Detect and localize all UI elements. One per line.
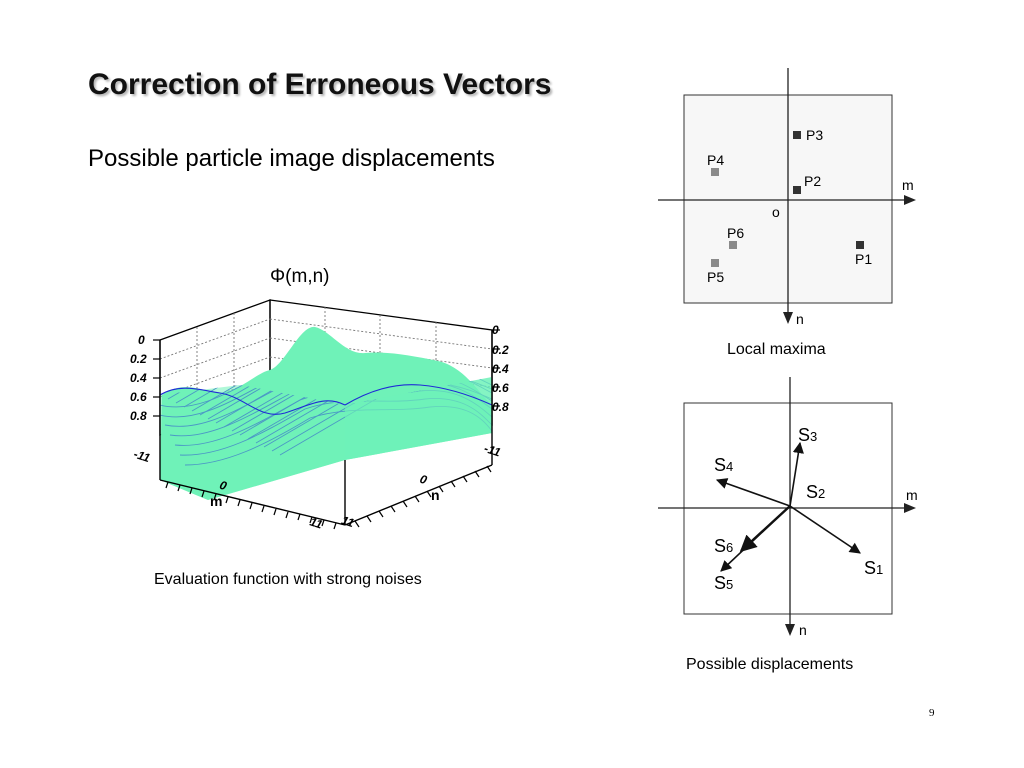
point-p3-label: P3	[806, 127, 823, 143]
surface-mesh	[159, 326, 493, 500]
local-maxima-diagram: m n o P3 P4 P2 P6 P1 P5	[658, 68, 916, 327]
point-p1-label: P1	[855, 251, 872, 267]
m-axis-label: m	[902, 177, 914, 193]
z-tick-left: 0.8	[130, 409, 147, 423]
z-tick-right: 0	[492, 323, 499, 337]
vector-s6-label: S6	[714, 536, 733, 556]
n-axis-label: n	[431, 487, 440, 503]
point-p5-label: P5	[707, 269, 724, 285]
plot-box-front	[159, 330, 493, 526]
maxima-caption: Local maxima	[727, 341, 826, 358]
point-p5-marker	[711, 259, 719, 267]
vector-s5-label: S5	[714, 573, 733, 593]
z-tick-right: 0.6	[492, 381, 509, 395]
z-tick-left: 0.4	[130, 371, 147, 385]
n-tick-label: 0	[418, 472, 429, 487]
vector-s5-arrow	[720, 505, 791, 572]
n-axis-arrow	[783, 312, 793, 324]
z-tick-left: 0	[138, 333, 145, 347]
z-tick-left: 0.2	[130, 352, 147, 366]
m-tick-label: -11	[132, 447, 152, 465]
vector-s1-label: S1	[864, 558, 883, 578]
n-tick-label: -11	[482, 441, 502, 459]
page-number: 9	[929, 707, 935, 719]
vector-s3-label: S3	[798, 425, 817, 445]
n-axis-label: n	[796, 311, 804, 327]
point-p4-marker	[711, 168, 719, 176]
surface-plot: Φ(m,n)	[130, 266, 509, 532]
point-p1-marker	[856, 241, 864, 249]
vector-s4-label: S4	[714, 455, 733, 475]
vector-s1-arrow	[789, 505, 861, 554]
n-axis-arrow	[785, 624, 795, 636]
point-p6-label: P6	[727, 225, 744, 241]
surface-function-label: Φ(m,n)	[270, 266, 330, 287]
m-tick-label: 0	[218, 478, 229, 493]
slide-title: Correction of Erroneous Vectors	[88, 68, 552, 101]
slide-subtitle: Possible particle image displacements	[88, 145, 495, 172]
m-axis-label: m	[210, 493, 222, 509]
point-p3-marker	[793, 131, 801, 139]
vector-s2-label: S2	[806, 482, 825, 502]
point-p2-marker	[793, 186, 801, 194]
point-p2-label: P2	[804, 173, 821, 189]
vector-s3-arrow	[789, 441, 804, 507]
z-tick-right: 0.2	[492, 343, 509, 357]
displacement-diagram: m n S3 S4 S2 S6 S5 S1	[658, 377, 918, 638]
vector-s4-arrow	[715, 478, 791, 507]
origin-label: o	[772, 204, 780, 220]
point-p6-marker	[729, 241, 737, 249]
m-axis-arrow	[904, 503, 916, 513]
m-axis-arrow	[904, 195, 916, 205]
m-axis-label: m	[906, 487, 918, 503]
point-p4-label: P4	[707, 152, 724, 168]
m-tick-label: 11	[308, 514, 324, 531]
surface-caption: Evaluation function with strong noises	[154, 571, 422, 588]
n-axis-label: n	[799, 622, 807, 638]
n-tick-label: 11	[340, 513, 356, 530]
z-tick-left: 0.6	[130, 390, 147, 404]
z-tick-right: 0.4	[492, 362, 509, 376]
displacement-caption: Possible displacements	[686, 656, 854, 673]
z-tick-right: 0.8	[492, 400, 509, 414]
